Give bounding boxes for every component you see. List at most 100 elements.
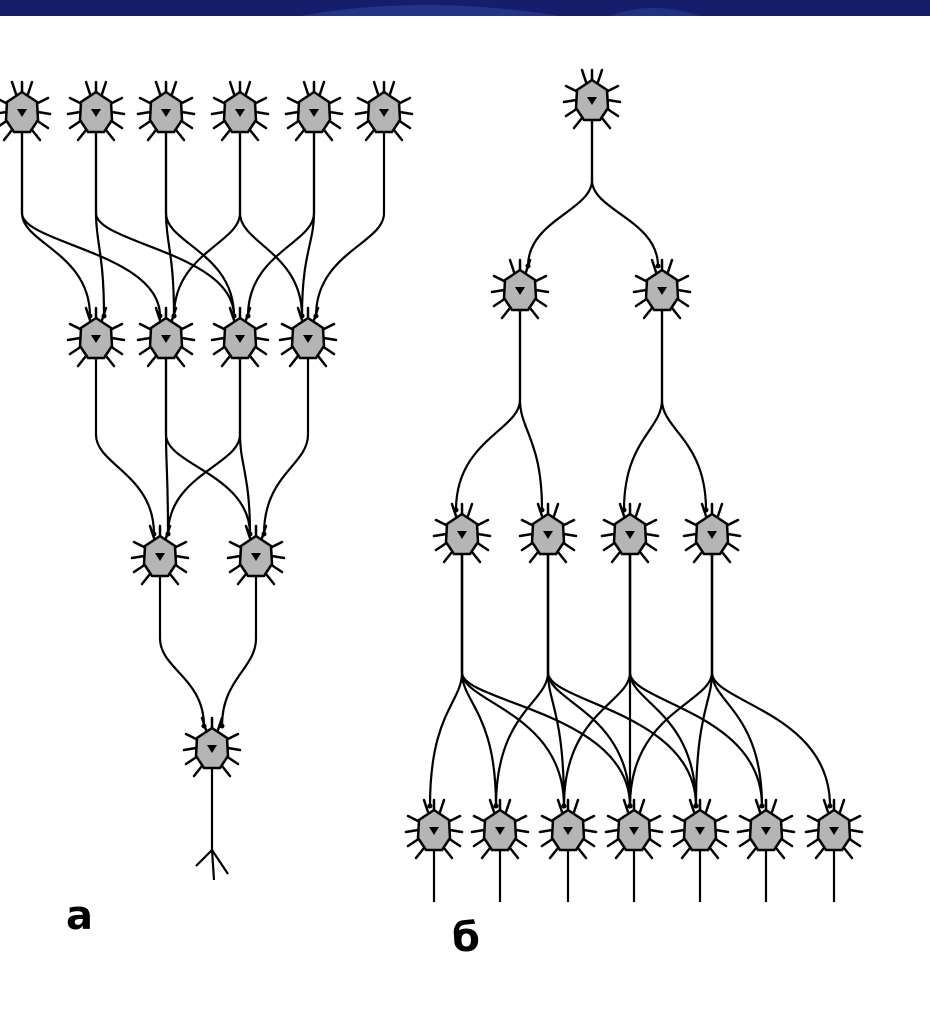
dendrite [182, 746, 198, 752]
dendrite [392, 128, 404, 142]
dendrite [220, 128, 232, 142]
dendrite [200, 716, 208, 732]
dendrite [518, 532, 534, 538]
dendrite [244, 80, 252, 96]
axon-a-l0-l1 [238, 132, 304, 317]
dendrite [216, 716, 224, 732]
dendrite [470, 550, 482, 564]
dendrite [622, 798, 630, 814]
nucleus [303, 335, 313, 343]
dendrite [700, 502, 708, 518]
dendrite [210, 110, 226, 116]
nucleus [495, 827, 505, 835]
dendrite [146, 354, 158, 368]
dendrite [676, 288, 692, 294]
dendrite [10, 80, 18, 96]
neuron-icon [804, 798, 864, 860]
dendrite [288, 354, 300, 368]
axon-b-l2-l3 [546, 554, 698, 807]
dendrite [294, 128, 306, 142]
dendrite [388, 80, 396, 96]
neuron-icon [736, 798, 796, 860]
dendrite [226, 554, 242, 560]
dendrite [76, 354, 88, 368]
dendrite [552, 502, 560, 518]
axon-a-l1-l2 [262, 358, 310, 535]
neuron-icon [226, 524, 286, 586]
neuron-icon [284, 80, 344, 142]
dendrite [154, 80, 162, 96]
dendrite [822, 798, 830, 814]
nucleus [251, 553, 261, 561]
neuron-icon [518, 502, 578, 564]
nucleus [829, 827, 839, 835]
nucleus [207, 745, 217, 753]
dendrite [688, 798, 696, 814]
dendrite [618, 502, 626, 518]
dendrite [508, 258, 516, 274]
axon-a-l0-l1 [164, 132, 236, 317]
dendrite [680, 846, 692, 860]
synapse [693, 803, 699, 809]
neuron-icon [66, 306, 126, 368]
dendrite [104, 128, 116, 142]
dendrite [774, 846, 786, 860]
nucleus [235, 109, 245, 117]
dendrite [562, 98, 578, 104]
synapse [561, 803, 567, 809]
dendrite [174, 128, 186, 142]
dendrite [466, 502, 474, 518]
dendrite [524, 258, 532, 274]
dendrite [100, 306, 108, 322]
dendrite [180, 110, 196, 116]
axon-b-l1-l2 [660, 310, 708, 511]
nucleus [429, 827, 439, 835]
nucleus [657, 287, 667, 295]
dendrite [154, 306, 162, 322]
dendrite [632, 288, 648, 294]
axon-a-l0-l1 [172, 132, 242, 317]
nucleus [761, 827, 771, 835]
axon-a-l1-l2 [238, 358, 252, 535]
dendrite [260, 524, 268, 540]
nucleus [543, 531, 553, 539]
dendrite [254, 110, 270, 116]
banner-graphic [0, 0, 930, 16]
neuron-icon [136, 306, 196, 368]
dendrite [470, 828, 486, 834]
dendrite [576, 846, 588, 860]
nucleus [625, 531, 635, 539]
dendrite [638, 550, 650, 564]
dendrite [110, 110, 126, 116]
dendrite [614, 846, 626, 860]
dendrite [562, 532, 578, 538]
dendrite [580, 68, 588, 84]
nucleus [17, 109, 27, 117]
dendrite [548, 846, 560, 860]
synapse [427, 803, 433, 809]
dendrite [596, 68, 604, 84]
dendrite [328, 110, 344, 116]
dendrite [442, 846, 454, 860]
dendrite [372, 80, 380, 96]
axon-b-l2-l3 [428, 554, 464, 807]
dendrite [670, 828, 686, 834]
dendrite [236, 572, 248, 586]
dendrite [606, 98, 622, 104]
dendrite [226, 746, 242, 752]
nucleus [235, 335, 245, 343]
dendrite [514, 828, 530, 834]
neuron-icon [278, 306, 338, 368]
axon-b-l2-l3 [710, 554, 832, 807]
panel-b-label: б [452, 915, 480, 961]
dendrite [312, 306, 320, 322]
nucleus [515, 287, 525, 295]
axon-b-l0-l1 [526, 120, 594, 267]
neuron-icon [604, 798, 664, 860]
synapse [827, 803, 833, 809]
axon-b-l2-l3 [460, 554, 632, 807]
axon-b-l1-l2 [454, 310, 522, 511]
dendrite [220, 764, 232, 778]
dendrite [600, 532, 616, 538]
